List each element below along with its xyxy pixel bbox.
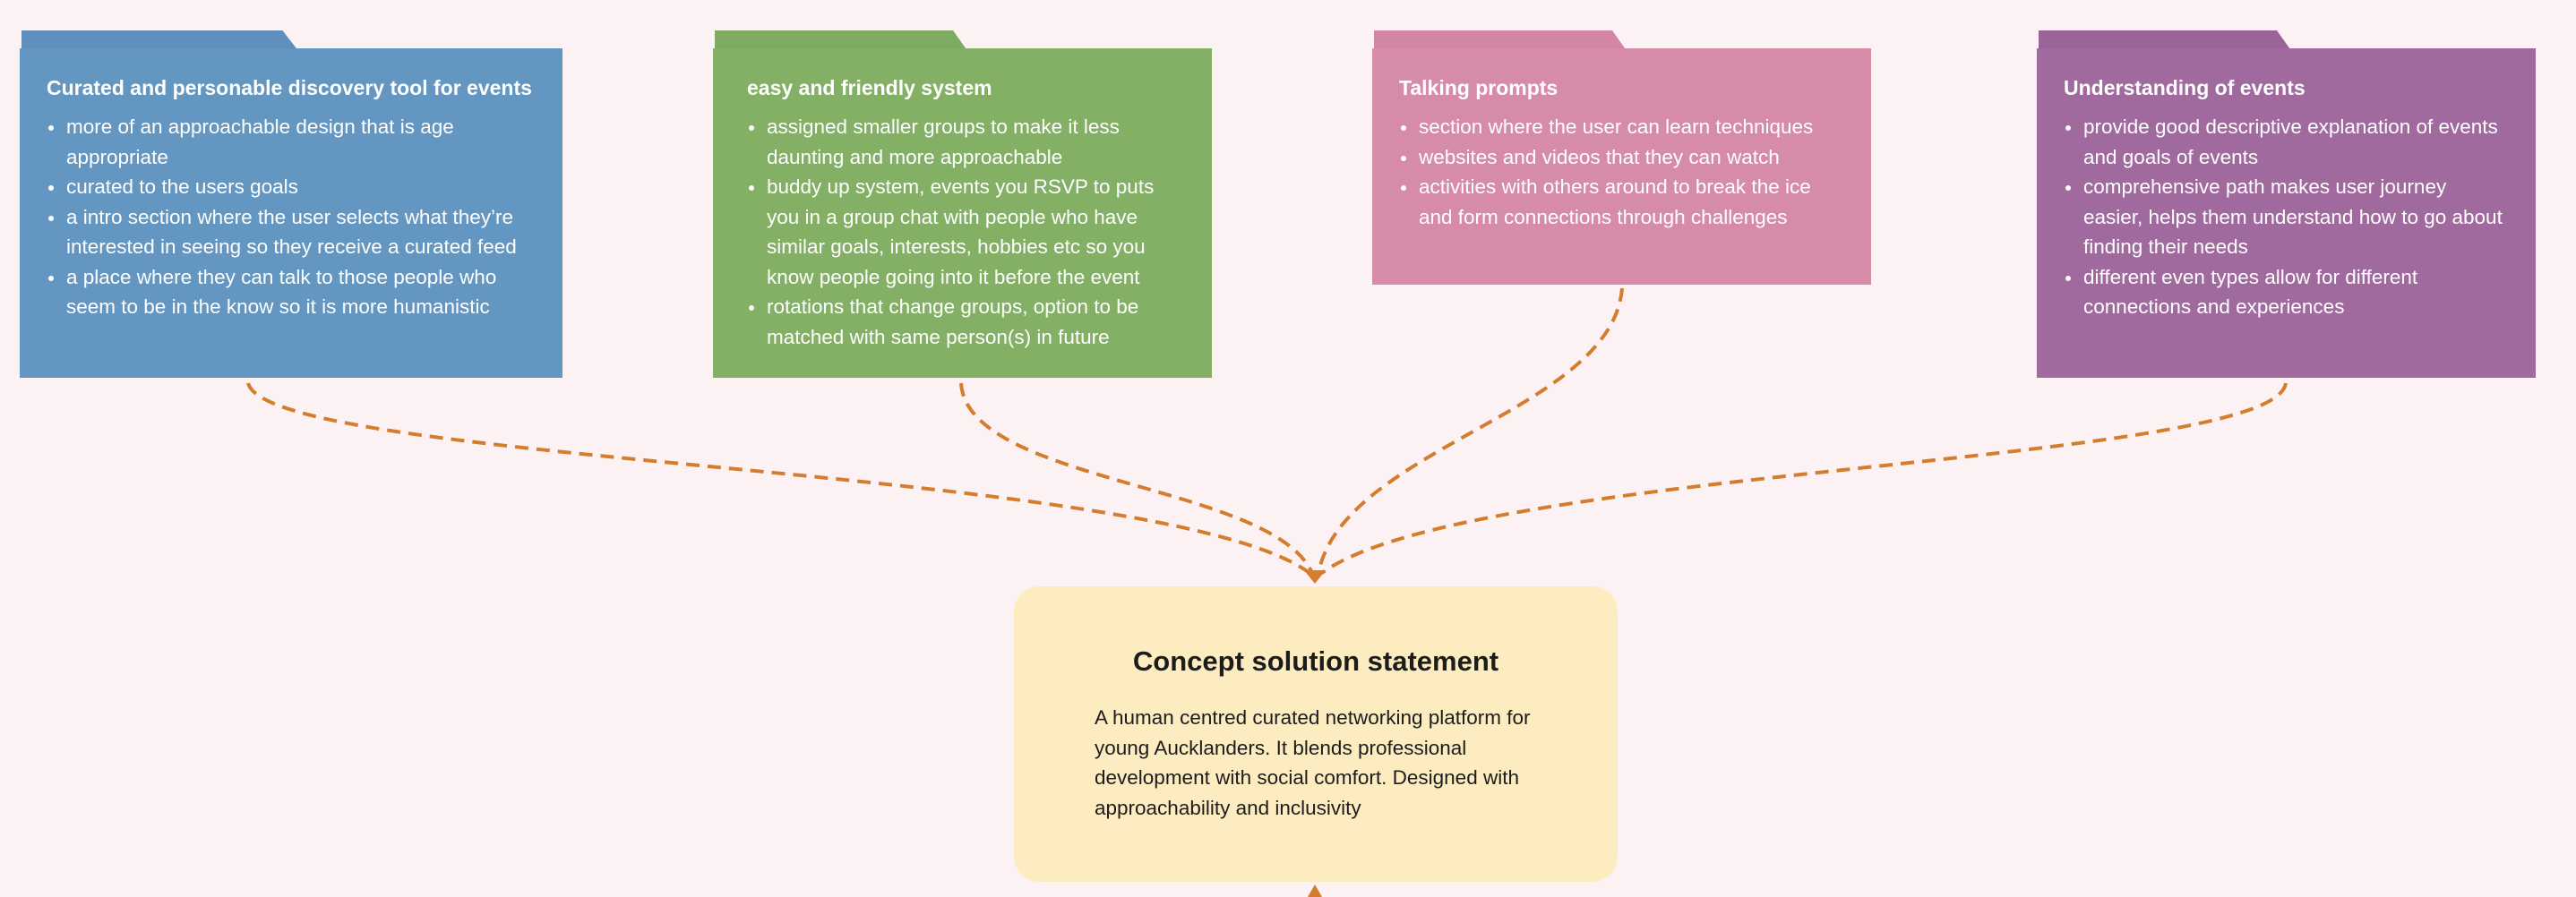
- folder-body: Understanding of events provide good des…: [2037, 48, 2536, 378]
- bullet-list: provide good descriptive explanation of …: [2064, 112, 2509, 322]
- bullet-list: more of an approachable design that is a…: [47, 112, 536, 322]
- bullet-list: assigned smaller groups to make it less …: [747, 112, 1185, 352]
- bullet-item: a place where they can talk to those peo…: [48, 262, 536, 322]
- folder-body: Curated and personable discovery tool fo…: [20, 48, 562, 378]
- bullet-item: rotations that change groups, option to …: [749, 292, 1185, 352]
- folder-title: Curated and personable discovery tool fo…: [47, 76, 532, 99]
- arrowhead-to-card: [1304, 570, 1326, 584]
- bullet-item: comprehensive path makes user journey ea…: [2065, 172, 2509, 262]
- concept-text: A human centred curated networking platf…: [1095, 706, 1531, 819]
- connector-folder-2: [959, 382, 1314, 574]
- bullet-item: activities with others around to break t…: [1401, 172, 1844, 232]
- bullet-item: a intro section where the user selects w…: [48, 202, 536, 262]
- connector-folder-4: [1320, 382, 2288, 575]
- bullet-item: section where the user can learn techniq…: [1401, 112, 1844, 142]
- bullet-item: websites and videos that they can watch: [1401, 142, 1844, 173]
- bullet-item: more of an approachable design that is a…: [48, 112, 536, 172]
- concept-title: Concept solution statement: [1132, 645, 1499, 677]
- bullet-item: provide good descriptive explanation of …: [2065, 112, 2509, 172]
- concept-solution-card: Concept solution statement A human centr…: [1014, 586, 1618, 882]
- folder-title: easy and friendly system: [747, 76, 992, 99]
- bullet-item: assigned smaller groups to make it less …: [749, 112, 1185, 172]
- bullet-item: different even types allow for different…: [2065, 262, 2509, 322]
- bullet-list: section where the user can learn techniq…: [1399, 112, 1844, 232]
- folder-body: Talking prompts section where the user c…: [1372, 48, 1871, 285]
- bullet-item: curated to the users goals: [48, 172, 536, 202]
- bullet-item: buddy up system, events you RSVP to puts…: [749, 172, 1185, 292]
- folder-title: Understanding of events: [2064, 76, 2306, 99]
- connector-folder-1: [246, 382, 1311, 575]
- arrowhead-bottom: [1308, 884, 1322, 897]
- folder-title: Talking prompts: [1399, 76, 1558, 99]
- connector-folder-3: [1317, 287, 1624, 574]
- folder-body: easy and friendly system assigned smalle…: [713, 48, 1212, 378]
